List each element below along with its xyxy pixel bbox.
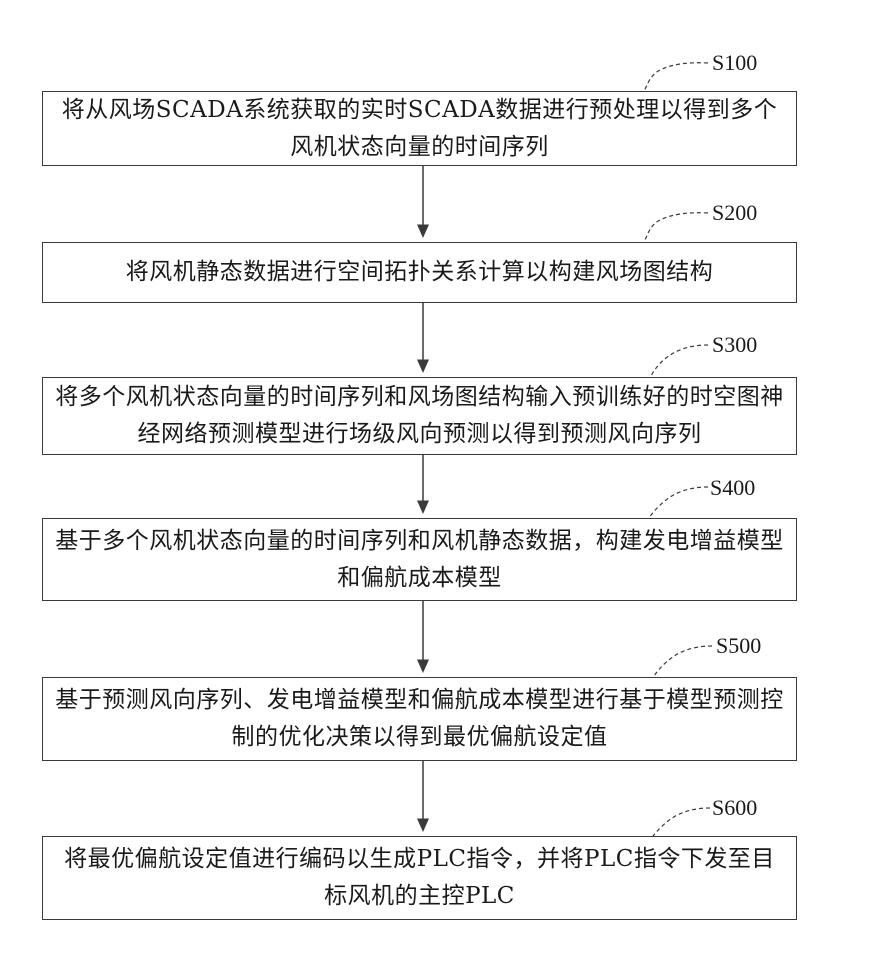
step-box-s500: 基于预测风向序列、发电增益模型和偏航成本模型进行基于模型预测控制的优化决策以得到…: [42, 677, 797, 761]
step-label-s200: S200: [712, 200, 757, 226]
step-box-s200: 将风机静态数据进行空间拓扑关系计算以构建风场图结构: [42, 242, 797, 303]
step-text-s300: 将多个风机状态向量的时间序列和风场图结构输入预训练好的时空图神经网络预测模型进行…: [53, 379, 786, 453]
step-label-s600: S600: [712, 795, 757, 821]
step-box-s400: 基于多个风机状态向量的时间序列和风机静态数据，构建发电增益模型和偏航成本模型: [42, 518, 797, 601]
step-box-s600: 将最优偏航设定值进行编码以生成PLC指令，并将PLC指令下发至目标风机的主控PL…: [42, 836, 797, 920]
step-text-s400: 基于多个风机状态向量的时间序列和风机静态数据，构建发电增益模型和偏航成本模型: [53, 523, 786, 597]
leader-s200: [644, 213, 708, 242]
leader-s100: [644, 63, 708, 91]
step-box-s300: 将多个风机状态向量的时间序列和风场图结构输入预训练好的时空图神经网络预测模型进行…: [42, 377, 797, 455]
step-label-s300: S300: [712, 332, 757, 358]
step-text-s600: 将最优偏航设定值进行编码以生成PLC指令，并将PLC指令下发至目标风机的主控PL…: [53, 841, 786, 915]
step-text-s500: 基于预测风向序列、发电增益模型和偏航成本模型进行基于模型预测控制的优化决策以得到…: [53, 682, 786, 756]
leader-s500: [652, 646, 712, 679]
step-text-s200: 将风机静态数据进行空间拓扑关系计算以构建风场图结构: [126, 254, 714, 291]
step-label-s400: S400: [710, 475, 755, 501]
step-label-s100: S100: [712, 50, 757, 76]
leader-s300: [648, 345, 708, 381]
step-label-s500: S500: [716, 633, 761, 659]
step-text-s100: 将从风场SCADA系统获取的实时SCADA数据进行预处理以得到多个风机状态向量的…: [53, 92, 786, 166]
step-box-s100: 将从风场SCADA系统获取的实时SCADA数据进行预处理以得到多个风机状态向量的…: [42, 91, 797, 166]
leader-s400: [648, 487, 708, 519]
